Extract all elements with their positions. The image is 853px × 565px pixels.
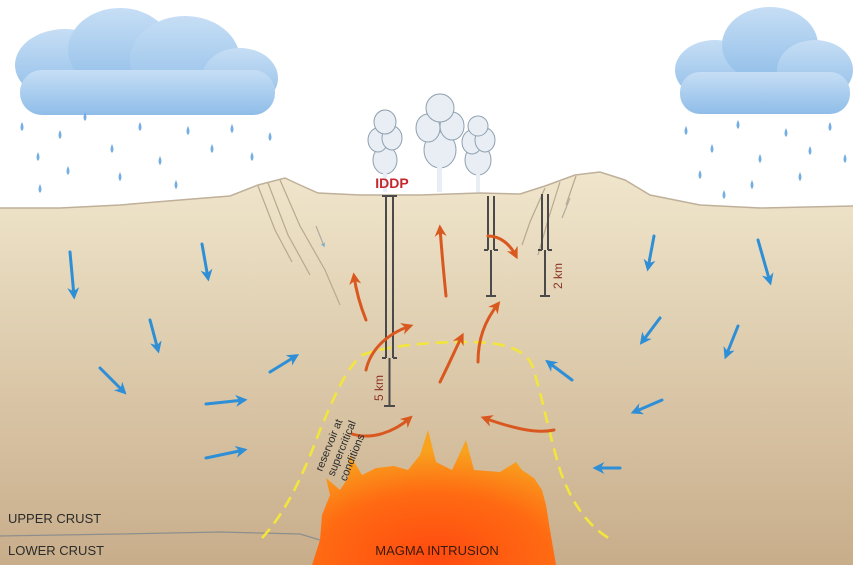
steam-plume-icon: [415, 93, 465, 192]
raindrop-icon: [20, 122, 24, 131]
red-arrow: [438, 332, 464, 384]
raindrop-icon: [784, 128, 788, 137]
blue-arrow: [630, 398, 664, 415]
raindrop-icon: [808, 146, 812, 155]
raindrop-icon: [710, 144, 714, 153]
depth-label-2km: 2 km: [551, 263, 565, 289]
steam-plume-icon: [367, 109, 403, 192]
raindrop-icon: [20, 112, 847, 199]
blue-arrow: [200, 242, 213, 282]
cloud-icon: [15, 8, 278, 115]
red-arrow: [486, 234, 518, 260]
blue-arrow: [148, 318, 162, 354]
blue-arrow: [268, 354, 300, 374]
raindrop-icon: [138, 122, 142, 131]
blue-arrow: [545, 359, 574, 382]
raindrop-icon: [230, 124, 234, 133]
production-well-2: [538, 194, 552, 297]
raindrop-icon: [736, 120, 740, 129]
blue-arrow: [204, 394, 248, 407]
raindrop-icon: [186, 126, 190, 135]
ground: [0, 172, 853, 565]
ground-surface-line: [0, 171, 853, 209]
cold-water-arrows: [67, 234, 774, 474]
raindrop-icon: [58, 130, 62, 139]
magma-intrusion-label: MAGMA INTRUSION: [375, 543, 499, 558]
raindrop-icon: [684, 126, 688, 135]
blue-arrow: [723, 324, 740, 360]
red-arrow: [350, 415, 413, 438]
raindrop-icon: [210, 144, 214, 153]
lower-crust-label: LOWER CRUST: [8, 543, 104, 558]
red-arrow: [434, 224, 448, 298]
red-arrow: [480, 415, 556, 433]
blue-arrow: [67, 250, 80, 300]
raindrop-icon: [38, 184, 42, 193]
hot-fluid-arrows: [349, 224, 556, 438]
raindrop-icon: [36, 152, 40, 161]
magma-intrusion: [312, 430, 556, 565]
depth-label-5km: 5 km: [372, 375, 386, 401]
raindrop-icon: [798, 172, 802, 181]
fault-arrow-right: [561, 197, 571, 219]
red-arrow: [476, 301, 501, 364]
raindrop-icon: [722, 190, 726, 199]
raindrop-icon: [750, 180, 754, 189]
raindrop-icon: [118, 172, 122, 181]
wells: [382, 194, 552, 407]
raindrop-icon: [828, 122, 832, 131]
raindrop-icon: [110, 144, 114, 153]
raindrop-icon: [83, 112, 87, 121]
raindrop-icon: [268, 132, 272, 141]
raindrop-icon: [698, 170, 702, 179]
raindrop-icon: [250, 152, 254, 161]
raindrop-icon: [758, 154, 762, 163]
raindrop-icon: [174, 180, 178, 189]
fault-arrow-left: [315, 225, 325, 248]
red-arrow: [349, 272, 368, 322]
blue-arrow: [756, 238, 774, 286]
steam-plume-icon: [461, 115, 496, 192]
blue-arrow: [98, 366, 127, 395]
upper-crust-label: UPPER CRUST: [8, 511, 101, 526]
crust-boundary: [0, 531, 321, 541]
reservoir-boundary: [261, 340, 613, 542]
blue-arrow: [204, 445, 248, 460]
iddp-label: IDDP: [375, 175, 408, 191]
red-arrow: [364, 323, 414, 372]
blue-arrow: [643, 234, 656, 272]
raindrop-icon: [843, 154, 847, 163]
raindrop-icon: [66, 166, 70, 175]
raindrop-icon: [158, 156, 162, 165]
production-well-1: [484, 196, 498, 297]
fault-lines: [257, 175, 577, 306]
cloud-icon: [675, 7, 853, 114]
iddp-well: [382, 195, 397, 407]
blue-arrow: [639, 316, 662, 345]
